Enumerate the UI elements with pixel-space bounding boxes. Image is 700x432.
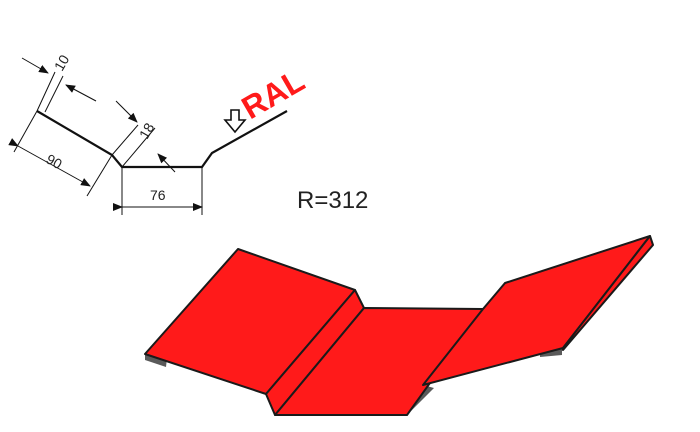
dimension-label-10: 10 [51, 52, 73, 74]
dimension-line-10 [21, 57, 49, 74]
extension-line [121, 127, 156, 168]
dimension-line-10 [65, 84, 97, 102]
extension-line [111, 124, 139, 156]
dimension-line-90 [8, 138, 91, 187]
dimension-line-18 [115, 100, 138, 123]
ral-coating-label: RAL [236, 62, 311, 126]
dimension-line-18 [157, 153, 176, 173]
dimension-label-18: 18 [136, 120, 158, 142]
extension-line [13, 110, 38, 153]
extension-line [86, 154, 113, 197]
right-panel [422, 235, 651, 386]
radius-label: R=312 [297, 187, 368, 214]
extension-line [44, 75, 64, 113]
right-lip [562, 235, 654, 351]
profile-line [36, 110, 288, 169]
coated-side-arrow-icon [223, 109, 247, 134]
flashing-3d-render [144, 235, 654, 416]
profile-drawing [8, 57, 288, 215]
middle-shadow [407, 385, 434, 415]
dimension-label-90: 90 [44, 151, 66, 173]
dimension-label-76: 76 [150, 187, 166, 203]
extension-line [36, 71, 56, 112]
middle-panel [274, 307, 484, 416]
